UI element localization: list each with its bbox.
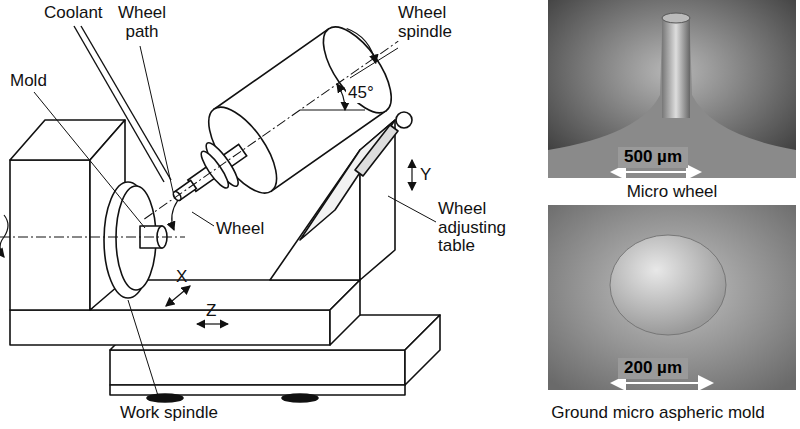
part-label: Coolant — [44, 4, 114, 23]
scale-bar-label: 200 µm — [618, 358, 688, 379]
angle-label: 45° — [346, 84, 376, 103]
photo-caption: Micro wheel — [548, 183, 796, 202]
scale-bar-label: 500 µm — [618, 147, 688, 168]
part-label: Wheel adjusting table — [438, 200, 514, 256]
part-label: Wheel spindle — [398, 4, 470, 41]
part-label: Work spindle — [120, 404, 218, 423]
part-label: Mold — [10, 72, 47, 91]
axis-label: Y — [420, 166, 431, 185]
part-label: Wheel — [216, 220, 264, 239]
axis-label: Z — [206, 302, 216, 321]
photo-caption: Ground micro aspheric mold — [520, 404, 796, 423]
part-label: Wheel path — [112, 4, 172, 41]
axis-label: X — [176, 268, 187, 287]
